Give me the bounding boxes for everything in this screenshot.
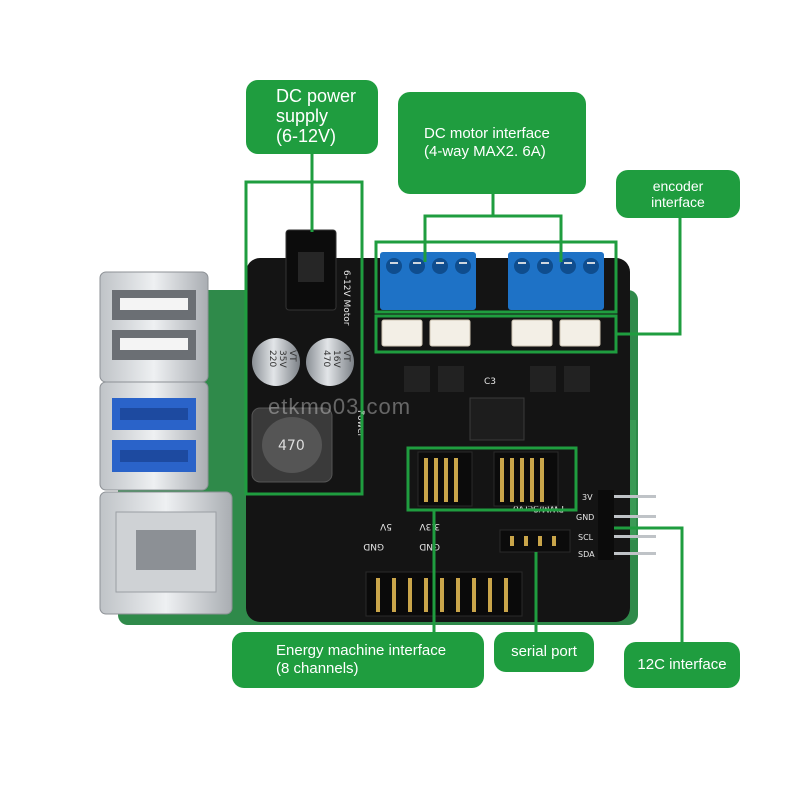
- ethernet-port-icon: [99, 491, 233, 615]
- callout-line: encoder: [652, 177, 704, 194]
- cap1-series: VT: [287, 350, 297, 362]
- usb-port-icon: [99, 271, 209, 383]
- chip-label: C3: [484, 377, 496, 387]
- jst-connector-icon: [381, 319, 601, 347]
- callout-line: interface: [651, 194, 705, 210]
- header-label-5v: 5V: [379, 521, 392, 531]
- terminal-block-icon: [508, 252, 604, 310]
- i2c-pin-header-icon: [598, 490, 656, 560]
- pwm-label: PWM/Servo: [513, 503, 564, 513]
- pin-label-sda: SDA: [578, 550, 595, 559]
- cap1-value: 220: [267, 350, 277, 367]
- callout-label: serial port: [511, 643, 577, 660]
- cap2-series: VT: [341, 350, 351, 362]
- usb3-port-icon: [99, 381, 209, 491]
- inductor-icon: [251, 407, 333, 483]
- callout-line: DC power: [276, 86, 357, 107]
- pin-label-3v: 3V: [582, 493, 593, 502]
- cap1-voltage: 35V: [277, 350, 287, 368]
- callout-line: Energy machine interface: [276, 642, 447, 659]
- watermark: etkmo03.com: [268, 394, 412, 419]
- power-label: Power: [355, 410, 365, 438]
- capacitor-icon: [252, 338, 354, 386]
- callout-serial-port: serial port: [494, 632, 594, 672]
- gpio-header-icon: [365, 571, 523, 617]
- callout-line: (4-way MAX2. 6A): [424, 143, 546, 160]
- header-label-gnd-left: GND: [363, 541, 384, 551]
- callout-line: (6-12V): [276, 125, 337, 146]
- cap2-voltage: 16V: [331, 350, 341, 368]
- highlight-servo-region: [406, 446, 578, 512]
- pin-label-gnd: GND: [576, 513, 594, 522]
- pin-label-scl: SCL: [578, 533, 594, 542]
- connector-dc-motor: [423, 194, 563, 262]
- callout-dc-motor-interface: DC motor interface (4-way MAX2. 6A): [398, 92, 586, 194]
- terminal-block-icon: [380, 252, 476, 310]
- highlight-terminal-region: [374, 240, 618, 314]
- cap2-value: 470: [321, 350, 331, 367]
- connector-encoder: [616, 218, 682, 336]
- callout-dc-power-supply: DC power supply (6-12V): [246, 80, 378, 154]
- callout-encoder-interface: encoder interface: [616, 170, 740, 218]
- chip-icon: [404, 366, 590, 441]
- callout-line: supply: [276, 106, 329, 127]
- highlight-power-region: [244, 180, 364, 496]
- header-label-3v3: 3.3V: [419, 521, 440, 531]
- serial-header-icon: [499, 529, 571, 553]
- inductor-value: 470: [278, 438, 305, 454]
- callout-label: 12C interface: [637, 656, 727, 673]
- pin-header-icon: [417, 451, 559, 507]
- motor-board-label: 6-12V Motor: [341, 270, 351, 326]
- callout-line: DC motor interface: [424, 125, 550, 142]
- callout-energy-machine-interface: Energy machine interface (8 channels): [232, 632, 484, 688]
- connector-i2c: [614, 526, 684, 642]
- header-label-gnd-right: GND: [419, 541, 440, 551]
- callout-line: (8 channels): [276, 660, 359, 677]
- dc-jack-icon: [285, 229, 337, 311]
- callout-i2c-interface: 12C interface: [624, 642, 740, 688]
